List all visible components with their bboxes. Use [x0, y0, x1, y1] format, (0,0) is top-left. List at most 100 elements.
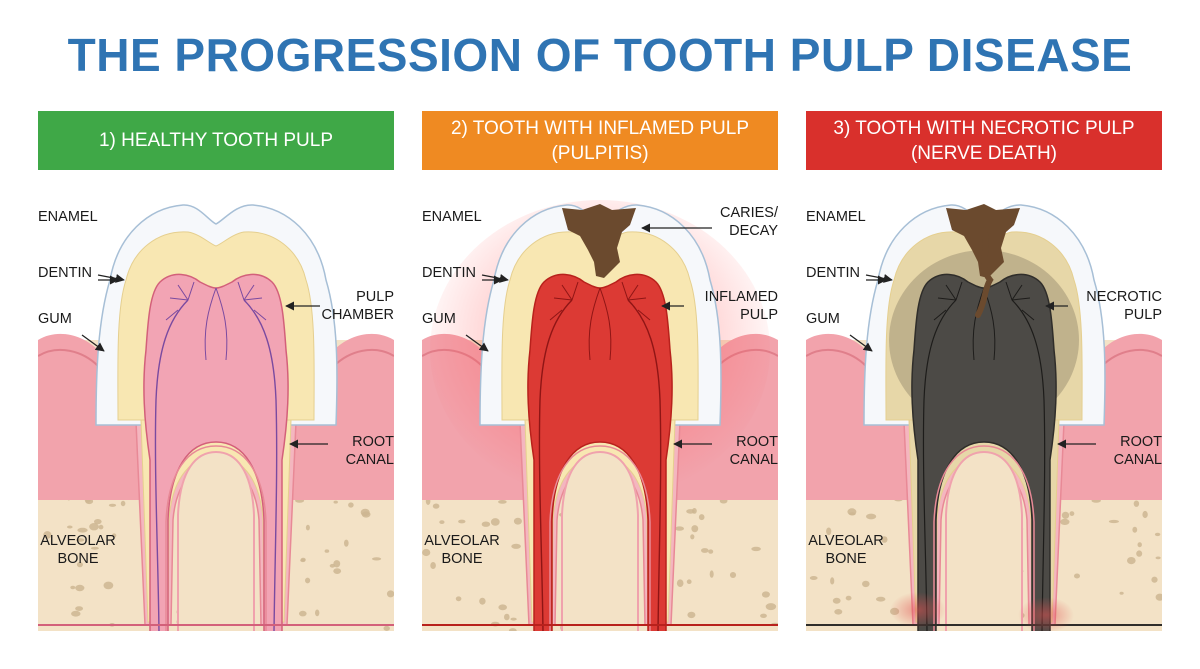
bone-pore [498, 604, 507, 611]
nerve-vessel [1011, 299, 1046, 631]
bone-pore [1060, 518, 1070, 525]
bone-pore [67, 525, 73, 529]
tooth-illustration-inflamed [422, 200, 778, 631]
gum-edge [38, 348, 99, 367]
bone-pore [75, 584, 85, 592]
inter-root-bone [945, 450, 1023, 631]
bone-pore [513, 517, 522, 525]
nerve-vessel [933, 281, 963, 321]
nerve-vessel [621, 281, 651, 321]
bone-pore [490, 518, 500, 526]
bone-pore [1154, 532, 1161, 537]
bone-pore [432, 503, 440, 509]
bone-pore [729, 572, 737, 578]
bone-pore [675, 526, 684, 531]
bone-pore [120, 500, 126, 507]
bone-pore [481, 521, 491, 527]
pointer-arrow [849, 334, 873, 352]
caries-track [975, 227, 994, 318]
bone-pore [504, 613, 510, 621]
root-inner-outline [549, 445, 651, 631]
label-gum: GUM [38, 311, 72, 327]
gum-edge [806, 348, 867, 367]
bone-pore [89, 523, 99, 531]
bone-pore [830, 577, 835, 585]
bone-pore [43, 531, 52, 539]
bone-pore [698, 514, 705, 521]
bone-pore [1108, 519, 1119, 524]
label-alveolar-bone: ALVEOLAR BONE [808, 533, 884, 567]
root-inner-outline [165, 445, 267, 631]
bone-pore [1127, 557, 1136, 565]
bone-pore [1155, 556, 1161, 560]
periapical-lesion [1018, 597, 1074, 631]
bone-pore [832, 597, 841, 604]
bone-pore [1142, 510, 1148, 519]
bone-pore [71, 610, 81, 617]
bone-pore [676, 579, 684, 587]
bone-pore [90, 546, 99, 550]
bone-pore [75, 538, 85, 542]
page-title: THE PROGRESSION OF TOOTH PULP DISEASE [67, 29, 1133, 81]
label-necrotic-pulp: NECROTIC PULP [1086, 289, 1162, 323]
label-root-canal: ROOT CANAL [345, 434, 394, 468]
bone-pore [691, 525, 699, 533]
bone-pore [498, 500, 507, 504]
bone-pore [76, 561, 83, 568]
panel-header-healthy: 1) HEALTHY TOOTH PULP [38, 111, 394, 170]
label-dentin: DENTIN [38, 265, 92, 281]
bone-pore [1155, 593, 1162, 601]
panel-healthy: 1) HEALTHY TOOTH PULP ENAMEL DENTIN GUM … [38, 111, 394, 631]
bone-pore [1133, 500, 1140, 507]
label-dentin: DENTIN [806, 265, 860, 281]
bone-pore [108, 503, 117, 507]
bone-pore [98, 524, 104, 530]
root-inner-outline [933, 445, 1035, 631]
tooth-illustration-healthy [38, 204, 394, 631]
bone-pore [686, 509, 695, 514]
periapical-lesion [890, 592, 946, 628]
bone-pore [866, 513, 877, 520]
gum-edge [1101, 348, 1162, 367]
bone-pore [479, 597, 486, 605]
bone-pore [305, 577, 311, 584]
bone-pore [690, 534, 695, 540]
pulp-chamber [911, 273, 1057, 631]
bone-pore [845, 595, 852, 601]
bone-pore [299, 610, 307, 617]
bone-pore [834, 609, 843, 615]
bone-pore [1074, 573, 1080, 579]
bone-pore [324, 549, 330, 553]
bone-pore [77, 527, 88, 533]
panel-inflamed: 2) TOOTH WITH INFLAMED PULP (PULPITIS) E… [422, 111, 778, 631]
label-enamel: ENAMEL [806, 209, 866, 225]
bone-pore [848, 512, 856, 516]
bone-pore [1132, 526, 1138, 533]
bone-pore [458, 519, 466, 524]
bone-pore [422, 548, 431, 557]
bone-pore [439, 520, 445, 524]
nerve-vessel [549, 281, 579, 321]
nerve-vessel [237, 281, 267, 321]
panel-necrotic: 3) TOOTH WITH NECROTIC PULP (NERVE DEATH… [806, 111, 1162, 631]
bone-pore [372, 557, 382, 561]
bone-pore [360, 508, 370, 517]
bone-pore [1151, 576, 1158, 583]
label-root-canal: ROOT CANAL [729, 434, 778, 468]
bone-pore [751, 546, 761, 552]
nerve-vessel [538, 299, 573, 631]
bone-pore [761, 591, 770, 598]
bone-pore [333, 568, 342, 574]
inter-root-bone [177, 450, 255, 631]
bone-pore [826, 527, 832, 536]
label-pulp-chamber: PULP CHAMBER [321, 289, 394, 323]
bone-pore [1061, 511, 1070, 519]
nerve-vessel [154, 299, 189, 631]
nerve-vessel [1005, 281, 1035, 321]
bone-pore [455, 596, 462, 602]
panel-header-necrotic: 3) TOOTH WITH NECROTIC PULP (NERVE DEATH… [806, 111, 1162, 170]
label-root-canal: ROOT CANAL [1113, 434, 1162, 468]
bone-pore [876, 596, 886, 602]
bone-pore [510, 617, 517, 621]
